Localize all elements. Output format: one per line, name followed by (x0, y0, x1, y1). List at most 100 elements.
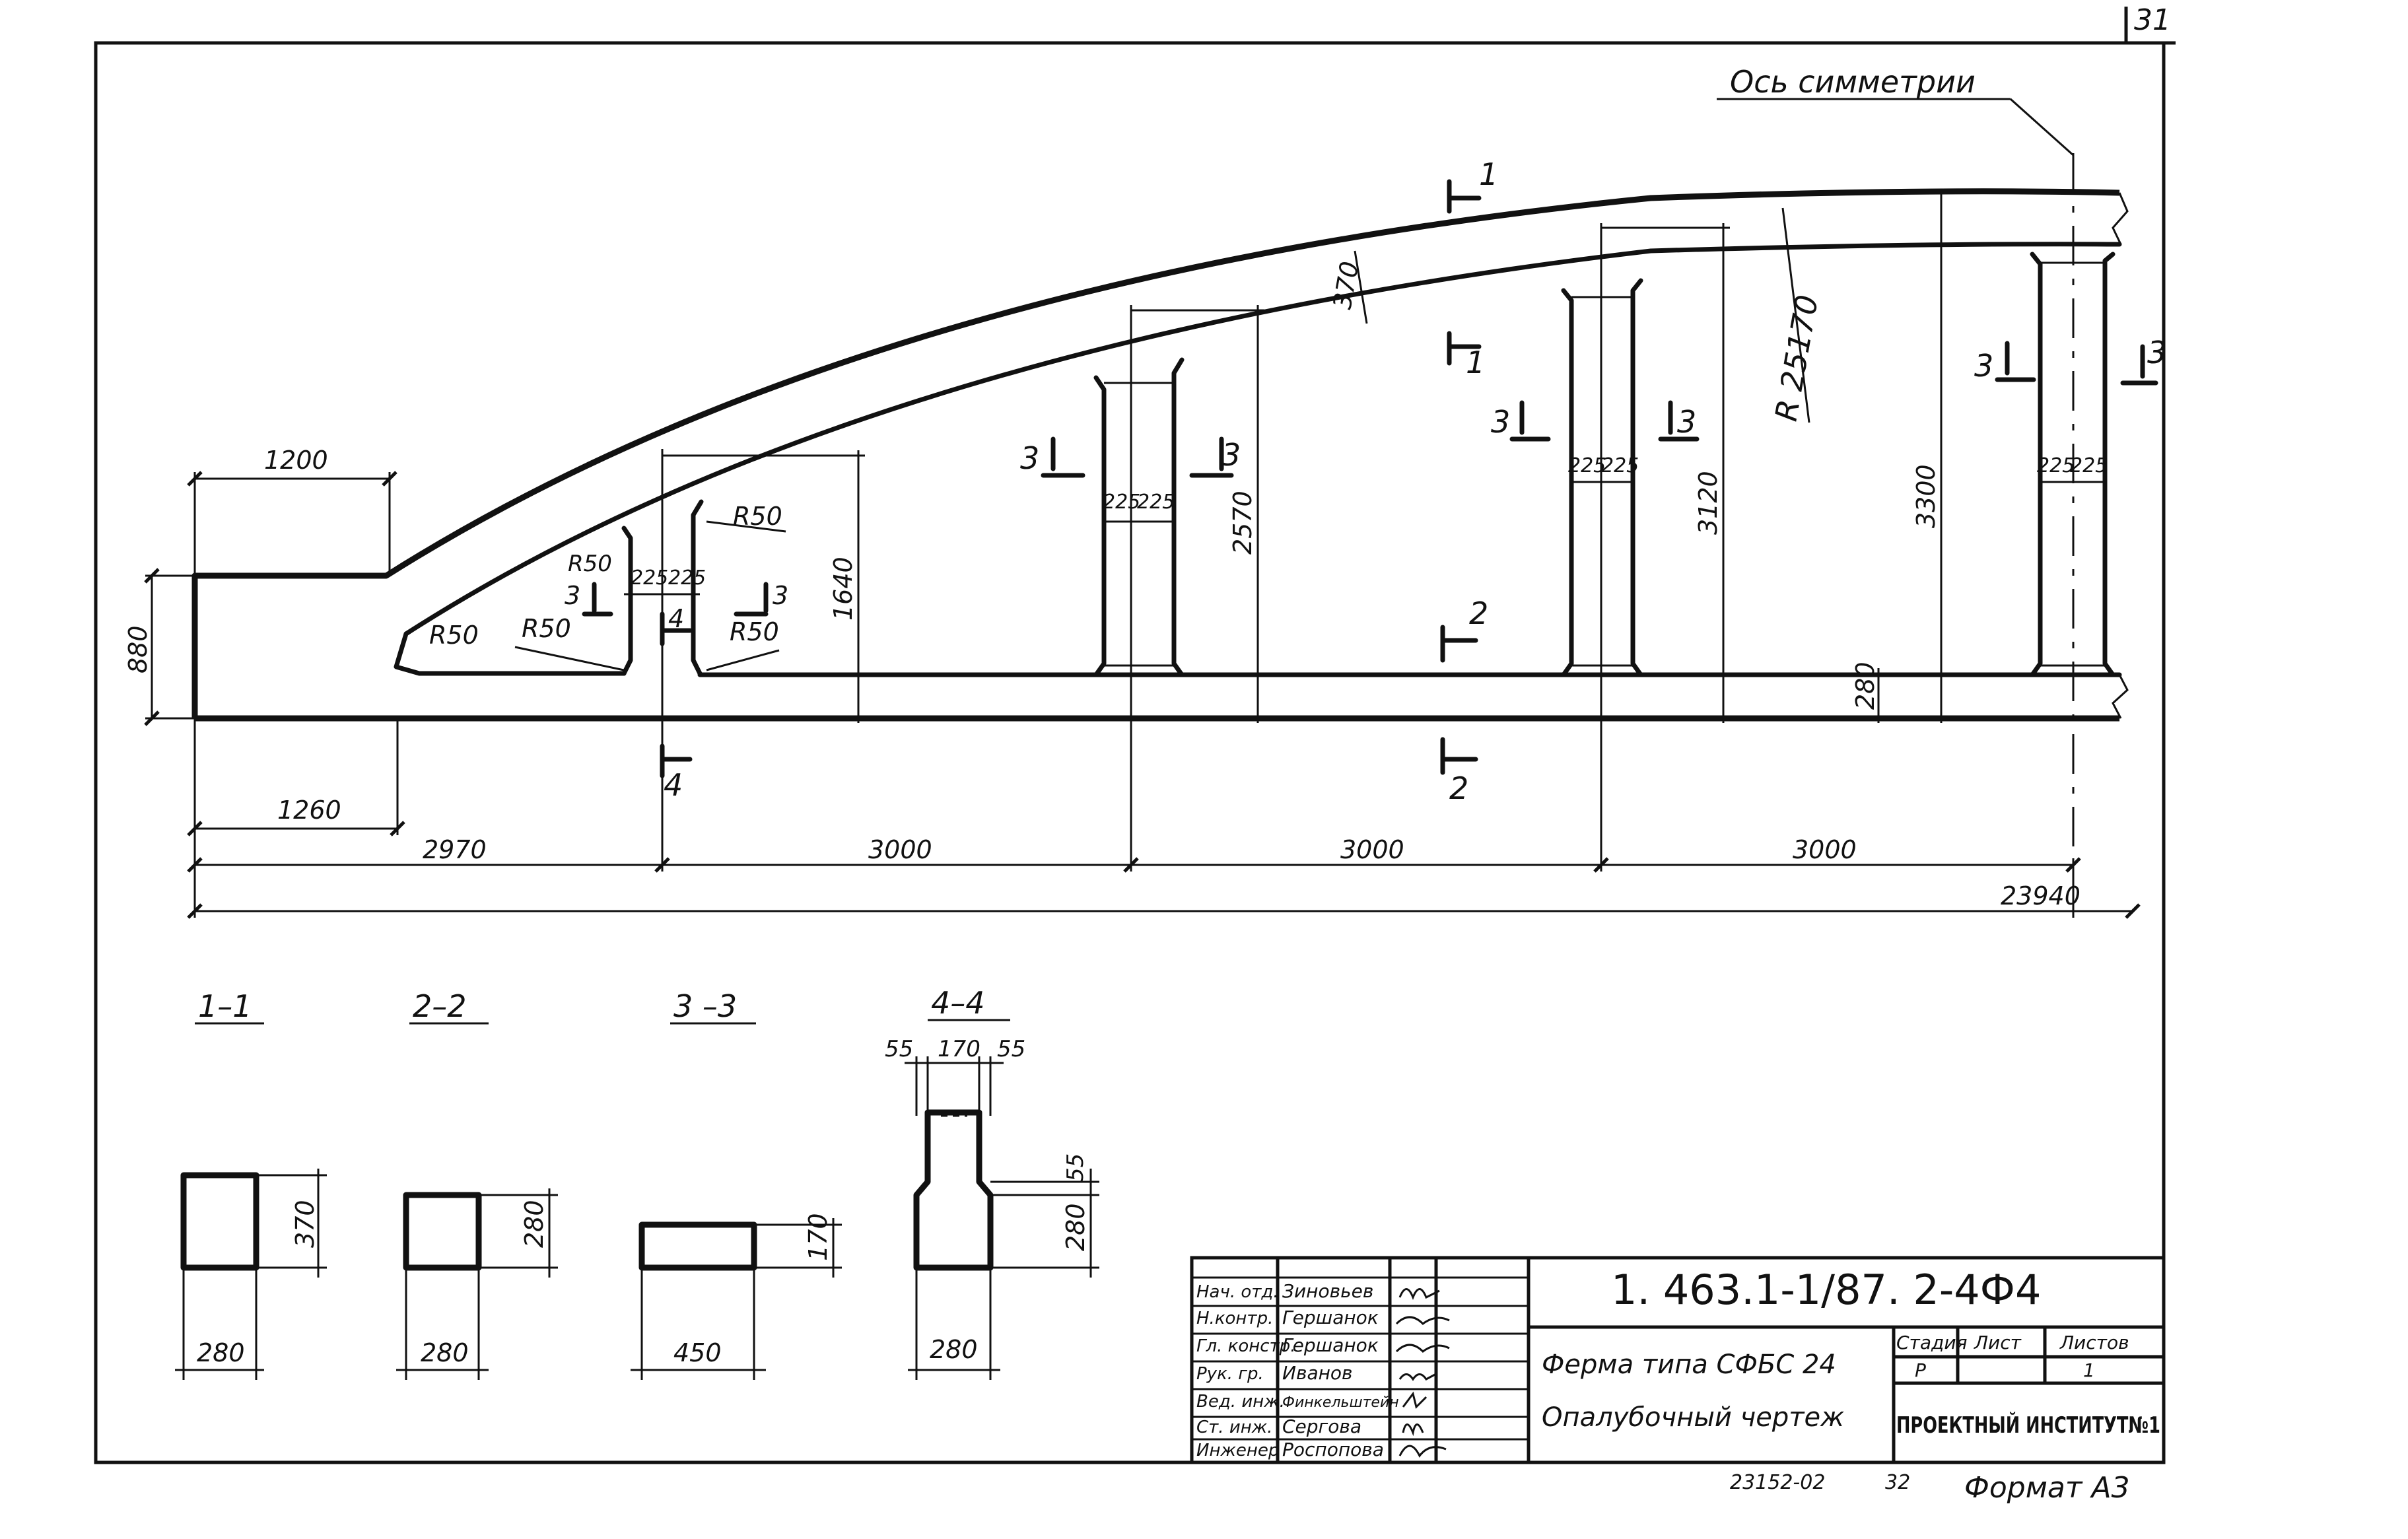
section-4-4: 4–4 55 170 55 55 280 280 (885, 985, 1099, 1380)
radius-r50-c: R50 (568, 551, 612, 577)
archive-number: 23152-02 (1730, 1471, 1825, 1494)
section-2-height: 280 (520, 1200, 549, 1248)
post-4 (2030, 252, 2116, 677)
dim-880: 880 (123, 625, 153, 673)
drawing-name-1: Ферма типа СФБС 24 (1542, 1350, 1836, 1380)
sheet-header: Лист (1974, 1332, 2022, 1353)
dim-1200: 1200 (264, 446, 328, 475)
dim-3000-c: 3000 (1793, 835, 1857, 864)
dim-225-g: 225 (2037, 454, 2075, 477)
name-7: Роспопова (1282, 1439, 1384, 1460)
sheets-header: Листов (2059, 1332, 2129, 1353)
dim-3120: 3120 (1694, 471, 1723, 535)
role-2: Н.контр. (1196, 1309, 1273, 1328)
footer: 23152-02 32 Формат А3 (1730, 1471, 2130, 1505)
dim-225-d: 225 (1137, 491, 1175, 514)
section-1-title: 1–1 (198, 988, 252, 1024)
dim-225-e: 225 (1568, 454, 1606, 477)
stage-header: Стадия (1896, 1332, 1967, 1353)
section-4-side-top: 55 (1062, 1153, 1089, 1182)
dimension-texts: 1200 880 1260 2970 3000 3000 3000 23940 … (123, 259, 2108, 910)
section-1-1: 1–1 280 370 (175, 988, 327, 1380)
cut-2-top: 2 (1469, 596, 1488, 631)
section-3-width: 450 (673, 1338, 722, 1367)
sheet-frame: 31 (94, 3, 2176, 1464)
role-1: Нач. отд. (1196, 1282, 1279, 1302)
truss-elevation (191, 188, 2129, 722)
section-2-2: 2–2 280 280 (396, 988, 558, 1380)
cut-3-a: 3 (1020, 440, 1039, 476)
dim-225-b: 225 (668, 566, 706, 590)
name-3: Гершанок (1282, 1334, 1379, 1356)
symmetry-axis: Ось симметрии (1717, 64, 2075, 908)
post-1 (621, 499, 704, 676)
cut-3-e: 3 (1974, 348, 1993, 384)
dim-2570: 2570 (1228, 491, 1257, 555)
truss-outline (191, 188, 2120, 722)
cut-3-h: 3 (773, 581, 788, 610)
name-6: Сергова (1282, 1416, 1361, 1437)
section-3-3: 3 –3 450 170 (631, 988, 842, 1380)
section-2-width: 280 (421, 1338, 469, 1367)
format-label: Формат А3 (1964, 1471, 2130, 1505)
role-rows: Нач. отд. Зиновьев Н.контр. Гершанок Гл.… (1196, 1280, 1399, 1460)
dim-2970: 2970 (423, 835, 487, 864)
name-4: Иванов (1282, 1362, 1353, 1384)
dim-1260: 1260 (277, 796, 341, 825)
section-3-height: 170 (804, 1213, 833, 1261)
radius-r50-a: R50 (429, 621, 479, 650)
role-5: Вед. инж. (1196, 1392, 1285, 1412)
cut-1-top: 1 (1479, 156, 1498, 192)
cut-3-g: 3 (565, 581, 580, 610)
section-4-top-mid: 170 (938, 1036, 980, 1062)
dimension-lines (144, 190, 2141, 919)
section-4-top-left: 55 (885, 1036, 913, 1062)
section-2-title: 2–2 (413, 988, 467, 1024)
signatures (1395, 1288, 1450, 1458)
radius-label: R 25170 (1768, 292, 1826, 424)
dim-3000-a: 3000 (868, 835, 932, 864)
section-1-width: 280 (197, 1338, 245, 1367)
dim-225-c: 225 (1103, 491, 1140, 514)
dim-370: 370 (1328, 259, 1365, 311)
section-4-width: 280 (930, 1335, 978, 1364)
cut-4-top: 4 (668, 604, 684, 633)
sheet-number: 31 (2134, 3, 2171, 37)
dim-23940: 23940 (2001, 881, 2081, 910)
section-4-side: 280 (1061, 1203, 1090, 1251)
cut-3-b: 3 (1221, 437, 1241, 473)
name-1: Зиновьев (1282, 1280, 1373, 1302)
section-3-title: 3 –3 (673, 988, 737, 1024)
radius-r50-e: R50 (730, 617, 779, 646)
role-3: Гл. констр. (1196, 1336, 1295, 1356)
cut-3-d: 3 (1677, 404, 1696, 440)
cut-2-bottom: 2 (1449, 770, 1468, 806)
drawing-name-2: Опалубочный чертеж (1542, 1402, 1844, 1433)
dim-3000-b: 3000 (1340, 835, 1404, 864)
role-4: Рук. гр. (1196, 1364, 1264, 1384)
cut-1-bottom: 1 (1466, 345, 1485, 380)
dim-280: 280 (1851, 662, 1880, 710)
section-4-title: 4–4 (931, 985, 985, 1021)
drawing-code: 1. 463.1-1/87. 2-4Ф4 (1611, 1266, 2041, 1314)
role-6: Ст. инж. (1196, 1418, 1272, 1437)
name-2: Гершанок (1282, 1307, 1379, 1328)
dim-225-h: 225 (2070, 454, 2108, 477)
page-number: 32 (1885, 1471, 1910, 1494)
sheets-value: 1 (2083, 1359, 2095, 1381)
institute-name: ПРОЕКТНЫЙ ИНСТИТУТ№1 (1896, 1412, 2160, 1439)
radius-r50-d: R50 (733, 502, 782, 531)
title-block: Нач. отд. Зиновьев Н.контр. Гершанок Гл.… (1190, 1256, 2166, 1464)
symmetry-axis-label: Ось симметрии (1730, 64, 1976, 100)
post-2 (1093, 357, 1185, 677)
cut-3-f: 3 (2147, 335, 2166, 370)
cut-4-bottom: 4 (664, 767, 683, 803)
name-5: Финкельштейн (1282, 1394, 1399, 1411)
section-1-height: 370 (291, 1200, 320, 1248)
dim-225-a: 225 (631, 566, 668, 590)
dim-225-f: 225 (1601, 454, 1639, 477)
role-7: Инженер (1196, 1441, 1279, 1460)
cut-markers: 1 1 2 2 4 4 3 3 3 3 3 3 3 3 (565, 156, 2166, 806)
